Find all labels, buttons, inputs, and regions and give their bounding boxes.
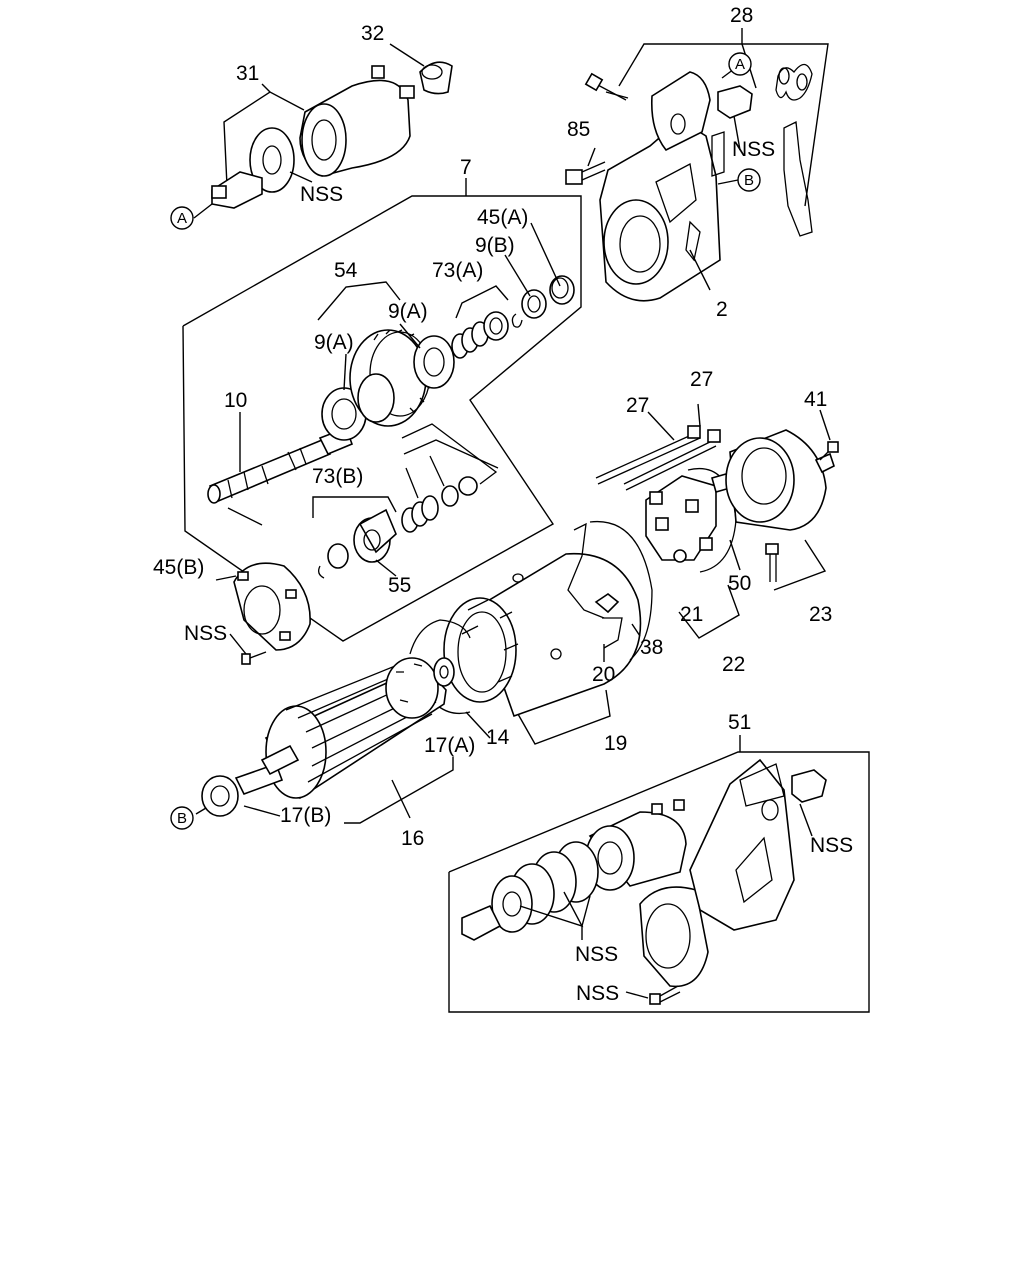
plug-nss-top: [717, 85, 753, 119]
group-17b-bracket: [344, 757, 454, 824]
label-nss-51-bolt: NSS: [576, 982, 619, 1005]
label-21: 21: [680, 603, 703, 626]
brush-holder-22: [645, 475, 717, 563]
label-54: 54: [334, 259, 358, 282]
spring-73a: [451, 311, 509, 359]
label-27-left: 27: [626, 394, 649, 417]
svg-text:A: A: [177, 210, 187, 227]
through-bolts-27: [595, 425, 721, 491]
group-19-bracket: [509, 689, 611, 745]
kit-51-bolt: [649, 985, 681, 1005]
label-10: 10: [224, 389, 247, 412]
armature-16: [234, 657, 455, 800]
label-45b: 45(B): [153, 556, 204, 579]
solenoid-31: [211, 65, 415, 209]
label-19: 19: [604, 732, 627, 755]
kit-51-housing: [639, 758, 795, 988]
label-nss-51-right: NSS: [810, 834, 853, 857]
svg-text:A: A: [735, 56, 745, 73]
group-73a-bracket: [455, 285, 509, 319]
label-16: 16: [401, 827, 424, 850]
kit-51-plug: [791, 769, 827, 803]
pinion-55: [318, 508, 397, 579]
yoke-19: [443, 552, 642, 718]
label-23: 23: [809, 603, 832, 626]
label-17a: 17(A): [424, 734, 475, 757]
label-9a-left: 9(A): [314, 331, 354, 354]
label-50: 50: [728, 572, 751, 595]
lever-28: [783, 120, 813, 237]
label-38: 38: [640, 636, 663, 659]
bolt-28: [584, 72, 629, 101]
label-41: 41: [804, 388, 827, 411]
cap-45a: [549, 275, 575, 305]
label-7: 7: [460, 156, 472, 179]
ref-b-bottom: B: [170, 806, 194, 830]
label-nss-solenoid: NSS: [300, 183, 343, 206]
group-22-bracket: [678, 584, 740, 639]
ref-a-top: A: [728, 52, 752, 76]
label-73b: 73(B): [312, 465, 363, 488]
label-51: 51: [728, 711, 751, 734]
spring-28: [775, 63, 813, 101]
group-73b-bracket: [312, 496, 397, 518]
ref-a-left: A: [170, 206, 194, 230]
label-31: 31: [236, 62, 259, 85]
svg-text:B: B: [744, 172, 754, 189]
label-9b: 9(B): [475, 234, 515, 257]
oring-38: [589, 520, 653, 661]
group-51-box: [448, 751, 870, 1013]
dashed-shaft-guide: [227, 423, 498, 526]
group-54-bracket: [317, 281, 401, 321]
label-73a: 73(A): [432, 259, 483, 282]
front-cover-45b: [233, 562, 311, 651]
label-32: 32: [361, 22, 384, 45]
boot-32: [419, 61, 453, 95]
bearing-17b: [201, 775, 239, 817]
label-55: 55: [388, 574, 411, 597]
bearing-9a-right: [413, 335, 455, 389]
group-23-bracket: [773, 539, 827, 591]
group-7-outline: [182, 195, 582, 642]
end-frame-23: [725, 429, 835, 531]
label-85: 85: [567, 118, 590, 141]
label-20: 20: [592, 663, 615, 686]
terminal-lead-20: [567, 522, 623, 649]
label-nss-51-shims: NSS: [575, 943, 618, 966]
spring-73b: [401, 476, 478, 533]
kit-51-solenoid: [461, 799, 687, 941]
label-22: 22: [722, 653, 745, 676]
label-27-top: 27: [690, 368, 713, 391]
label-28: 28: [730, 4, 753, 27]
group-31-bracket: [223, 91, 305, 187]
label-9a-right: 9(A): [388, 300, 428, 323]
svg-text:B: B: [177, 810, 187, 827]
clutch-gear-54: [349, 329, 433, 427]
screw-41: [819, 441, 839, 461]
label-17b: 17(B): [280, 804, 331, 827]
label-nss-top-right: NSS: [732, 138, 775, 161]
label-2: 2: [716, 298, 728, 321]
label-45a: 45(A): [477, 206, 528, 229]
gear-housing-2: [599, 71, 725, 302]
ref-b-top: B: [737, 168, 761, 192]
label-nss-left: NSS: [184, 622, 227, 645]
group-28-bracket: [618, 43, 829, 207]
bolt-23: [765, 543, 779, 582]
bearing-9b: [511, 289, 547, 328]
bolt-85: [565, 161, 606, 185]
label-14: 14: [486, 726, 510, 749]
